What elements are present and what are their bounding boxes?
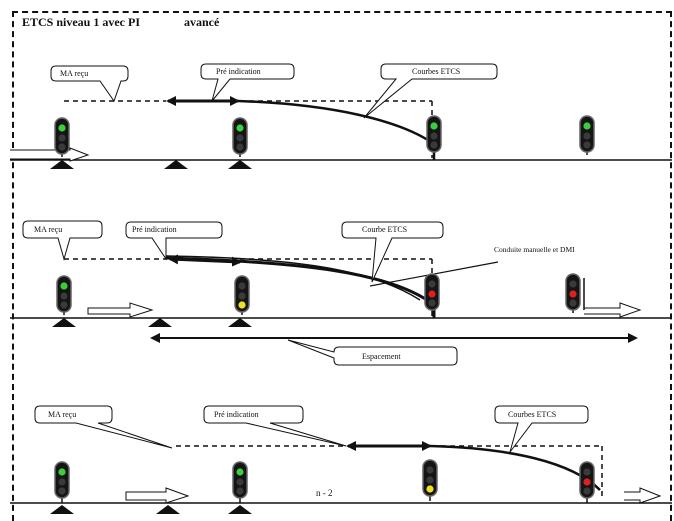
signal-green: [579, 115, 595, 155]
scenario-3: MA reçu Pré indication Courbes ETCS n - …: [10, 405, 672, 514]
callout-curve: [494, 405, 589, 453]
signal-green: [54, 117, 70, 157]
signal-green: [232, 461, 248, 503]
callout-curve-label: Courbes ETCS: [412, 67, 460, 76]
callout-ma-label: MA reçu: [34, 225, 62, 234]
title-suffix: avancé: [184, 15, 220, 29]
callout-ma: [34, 405, 173, 449]
signal-yellow: [422, 459, 438, 501]
train-arrow: [125, 487, 190, 504]
callout-curve-label: Courbe ETCS: [362, 225, 407, 234]
signal-red: [424, 273, 440, 313]
train-arrow: [584, 302, 642, 318]
driver-label: Conduite manuelle et DMI: [494, 245, 575, 254]
callout-ma: [50, 65, 129, 103]
callout-pre-label: Pré indication: [216, 67, 261, 76]
diagram-frame: [12, 11, 672, 521]
scenario-2: Conduite manuelle et DMI MA reçu Pré ind…: [10, 220, 672, 366]
callout-ma: [22, 220, 103, 261]
title-main: ETCS niveau 1 avec PI: [22, 15, 141, 29]
signal-green: [426, 115, 442, 155]
callout-ma-label: MA reçu: [60, 69, 88, 78]
balise: [228, 318, 252, 327]
callout-spacing-label: Espacement: [362, 352, 401, 361]
callout-curve-label: Courbes ETCS: [508, 410, 556, 419]
balise: [164, 160, 188, 169]
signal-yellow: [234, 275, 250, 315]
signal-green: [56, 275, 72, 315]
balise: [52, 318, 76, 327]
callout-curve: [341, 221, 444, 283]
callout-ma-label: MA reçu: [48, 410, 76, 419]
callout-pre-label: Pré indication: [214, 410, 259, 419]
train-arrow: [624, 487, 662, 504]
scenario-1: MA reçu Pré indication Courbes ETCS: [10, 63, 672, 169]
n-label: n - 2: [316, 488, 333, 498]
balise: [228, 505, 252, 514]
callout-pre-indication: [203, 405, 347, 447]
signal-green: [54, 461, 70, 503]
balise: [156, 505, 180, 514]
etcs-curve: [429, 444, 601, 491]
balise: [50, 505, 74, 514]
signal-red: [565, 273, 581, 313]
etcs-curve-manual: [165, 255, 421, 301]
callout-spacing: [287, 339, 458, 366]
train-arrow: [10, 147, 90, 162]
callout-curve: [363, 63, 498, 119]
signal-red: [579, 461, 595, 503]
balise: [148, 318, 172, 327]
etcs-curve: [165, 256, 435, 307]
callout-pre-label: Pré indication: [132, 225, 177, 234]
train-arrow: [87, 302, 154, 318]
callout-pre-indication: [125, 221, 223, 261]
balise: [50, 160, 74, 169]
signal-green: [232, 117, 248, 157]
etcs-curve: [237, 99, 435, 146]
callout-pre-indication: [200, 63, 295, 102]
balise: [228, 160, 252, 169]
